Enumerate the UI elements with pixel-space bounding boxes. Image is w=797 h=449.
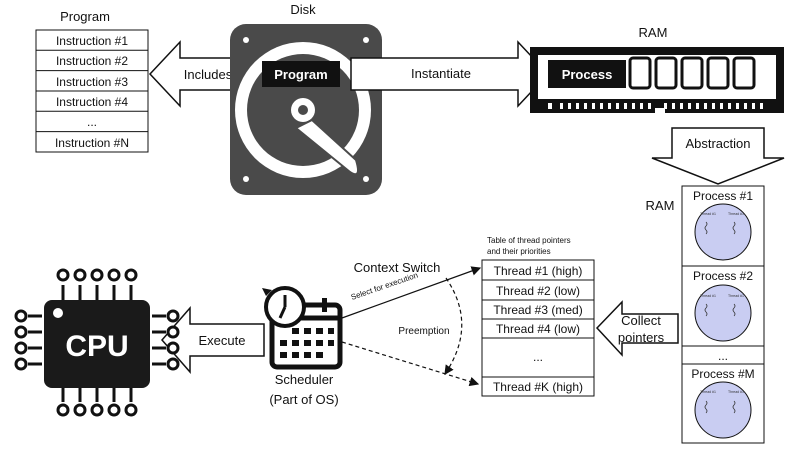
svg-text:Thread #1: Thread #1 [728,212,744,216]
execute-label: Execute [199,333,246,348]
disk-icon: Disk Program [230,2,382,195]
ram-list-title: RAM [646,198,675,213]
instantiate-label: Instantiate [411,66,471,81]
select-label: Select for execution [350,271,419,302]
svg-text:Thread #1: Thread #1 [728,390,744,394]
svg-text:Thread #1: Thread #1 [700,390,716,394]
collect-label-2: pointers [618,330,665,345]
ram-process-label: Process [562,67,613,82]
thread-row: Thread #1 (high) [494,264,583,278]
thread-table-title-2: and their priorities [487,247,551,256]
ram-process-list: RAM Process #1 Thread #1 Thread #1 Proce… [646,185,765,444]
instruction-row: Instruction #4 [56,95,128,109]
instruction-row: Instruction #3 [56,75,128,89]
preemption-label: Preemption [398,326,449,337]
abstraction-label: Abstraction [685,136,750,151]
program-title: Program [60,9,110,24]
thread-row: Thread #3 (med) [493,303,582,317]
ram-icon: RAM Process [530,25,784,114]
includes-label: Includes [184,67,233,82]
execute-arrow: Execute [161,306,265,374]
process-1-label: Process #1 [693,189,753,203]
ram-title: RAM [639,25,668,40]
scheduler-name-1: Scheduler [275,372,334,387]
thread-row: Thread #4 (low) [496,322,580,336]
instantiate-arrow: Instantiate [350,40,550,108]
thread-row: ... [533,350,543,364]
instruction-row: Instruction #2 [56,54,128,68]
instruction-row: ... [87,115,97,129]
scheduler-name-2: (Part of OS) [269,392,338,407]
scheduler-calendar-icon: Scheduler (Part of OS) [262,286,343,407]
collect-label-1: Collect [621,313,661,328]
thread-table: Table of thread pointers and their prior… [481,236,595,397]
disk-program-label: Program [274,67,327,82]
thread-row: Thread #K (high) [493,380,583,394]
cpu-icon: CPU [14,268,180,417]
instruction-row: Instruction #N [55,136,129,150]
process-m-label: Process #M [691,367,754,381]
svg-text:Thread #1: Thread #1 [700,294,716,298]
svg-text:Thread #1: Thread #1 [728,294,744,298]
instruction-row: Instruction #1 [56,34,128,48]
svg-text:Thread #1: Thread #1 [700,212,716,216]
cpu-label: CPU [65,330,128,363]
collect-pointers-arrow: Collect pointers [595,300,679,357]
disk-title: Disk [290,2,316,17]
thread-row: Thread #2 (low) [496,284,580,298]
process-2-label: Process #2 [693,269,753,283]
process-ellipsis: ... [718,349,728,363]
context-switch-label: Context Switch [354,260,441,275]
program-list: Program Instruction #1 Instruction #2 In… [35,9,149,153]
thread-table-title-1: Table of thread pointers [487,236,571,245]
scheduler-connections: Context Switch Select for execution Pree… [341,260,482,387]
abstraction-arrow: Abstraction [651,127,785,185]
